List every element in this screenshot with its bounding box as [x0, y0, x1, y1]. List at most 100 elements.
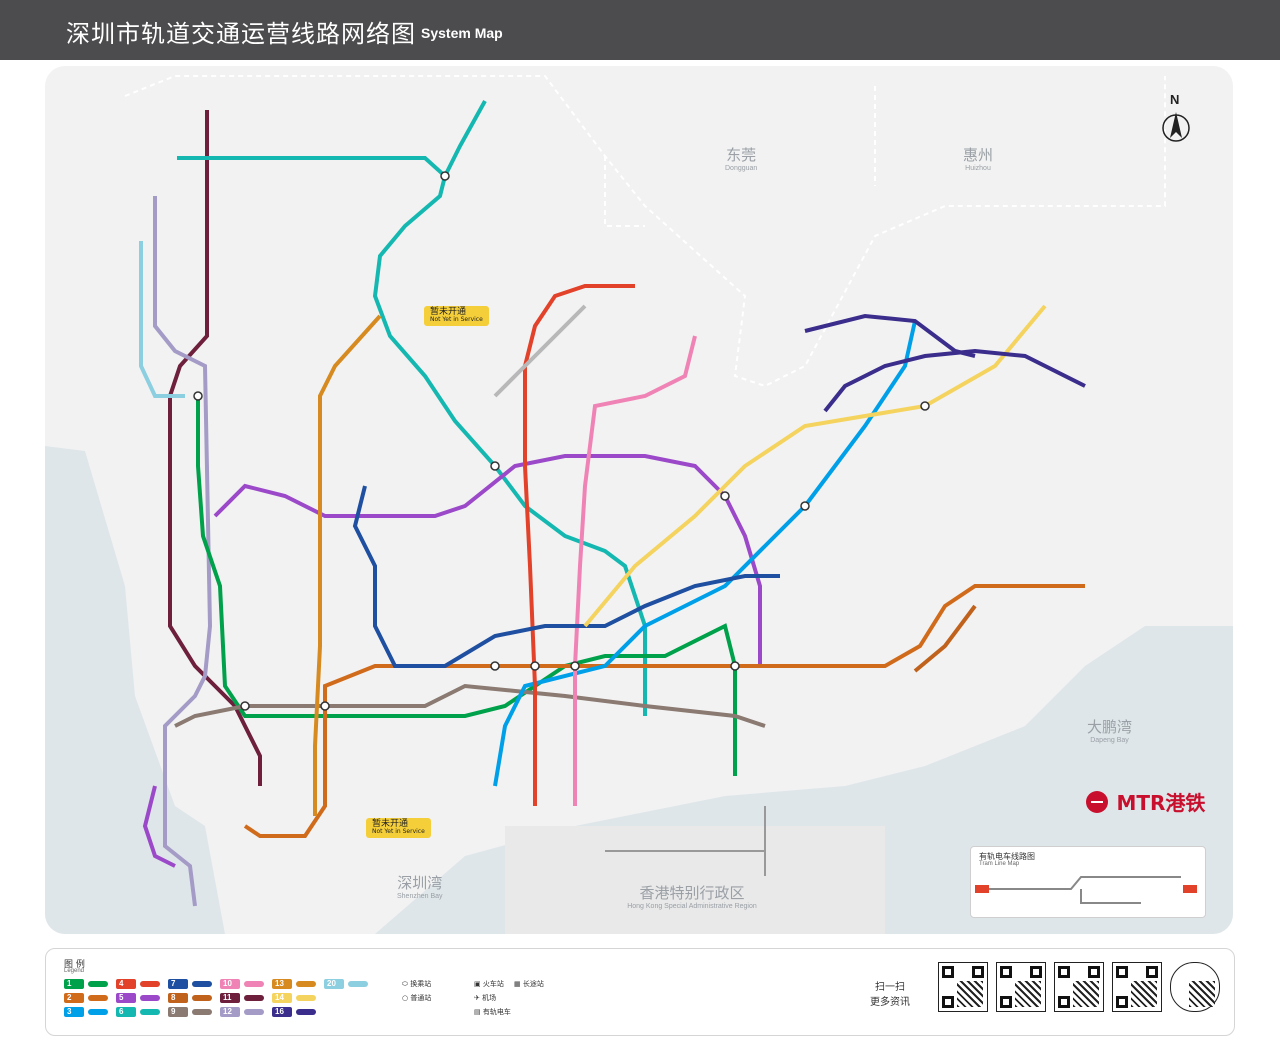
legend-line-9-stroke: [192, 1009, 212, 1015]
line-11: [168, 110, 262, 786]
legend-station: ○ 普通站: [402, 994, 432, 1002]
header-bar: 深圳市轨道交通运营线路网络图 System Map: [0, 0, 1280, 60]
region-label-hksar: 香港特别行政区 Hong Kong Special Administrative…: [607, 884, 777, 911]
region-zh: 东莞: [726, 146, 757, 164]
water-zh: 深圳湾: [397, 874, 443, 892]
legend-line-6-stroke: [140, 1009, 160, 1015]
line-16-loop: [804, 313, 976, 358]
interchange-station: [193, 391, 203, 401]
line-12: [153, 196, 213, 907]
legend-line-2-stroke: [88, 995, 108, 1001]
page-title: 深圳市轨道交通运营线路网络图: [66, 20, 416, 48]
not-open-badge-13-north: 暂未开通 Not Yet in Service: [424, 306, 489, 326]
region-label-huizhou: 惠州 Huizhou: [963, 148, 993, 173]
border-dashed: [124, 75, 1166, 388]
mtr-brand-block: MTR港铁: [1086, 787, 1226, 816]
legend-interchange-label: 换乘站: [410, 980, 432, 988]
legend-line-8: 8: [168, 993, 188, 1003]
legend-line-13: 13: [272, 979, 292, 989]
legend-line-11-stroke: [244, 995, 264, 1001]
legend-airport: ✈ 机场: [474, 994, 497, 1002]
legend-line-3-stroke: [88, 1009, 108, 1015]
scan-prompt: 扫一扫 更多资讯: [870, 978, 910, 1008]
not-open-en: Not Yet in Service: [430, 316, 483, 324]
legend-rail-label: 火车站: [482, 980, 504, 988]
legend-line-2: 2: [64, 993, 84, 1003]
map-canvas[interactable]: [45, 66, 1233, 934]
water-zh: 大鹏湾: [1087, 718, 1133, 736]
line-8: [913, 604, 977, 673]
legend-line-5-stroke: [140, 995, 160, 1001]
qr-code-3[interactable]: [1054, 962, 1104, 1012]
map-frame[interactable]: 东莞 Dongguan 惠州 Huizhou 大鹏湾 Dapeng Bay 深圳…: [45, 66, 1233, 934]
water-en: Dapeng Bay: [1090, 737, 1129, 744]
legend-line-14-stroke: [296, 995, 316, 1001]
qr-code-2[interactable]: [996, 962, 1046, 1012]
legend-bus-label: 长途站: [522, 980, 544, 988]
water-en: Shenzhen Bay: [397, 893, 443, 900]
sea-west: [45, 446, 225, 934]
legend-interchange: ⬭ 换乘站: [402, 980, 432, 988]
water-label-dapeng: 大鹏湾 Dapeng Bay: [1087, 718, 1133, 745]
water-label-shenzhen-bay: 深圳湾 Shenzhen Bay: [397, 874, 443, 901]
legend-line-10-stroke: [244, 981, 264, 987]
compass: N: [1160, 92, 1192, 148]
legend-line-20-stroke: [348, 981, 368, 987]
region-en: Huizhou: [965, 165, 991, 172]
tram-line-diagram: [975, 876, 1197, 904]
legend-line-7-stroke: [192, 981, 212, 987]
legend-line-4-stroke: [140, 981, 160, 987]
tram-subtitle: Tram Line Map: [979, 861, 1020, 867]
region-zh: 香港特别行政区: [639, 884, 745, 902]
page-subtitle: System Map: [421, 25, 503, 41]
region-en: Hong Kong Special Administrative Region: [627, 903, 757, 910]
hk-connector: [605, 806, 766, 876]
legend-line-11: 11: [220, 993, 240, 1003]
legend-line-1-stroke: [88, 981, 108, 987]
line-9: [174, 683, 766, 728]
legend-line-8-stroke: [192, 995, 212, 1001]
legend-title: 图 例: [64, 960, 85, 970]
not-open-en: Not Yet in Service: [372, 828, 425, 836]
line-16: [823, 348, 1086, 413]
legend-tram-label: 有轨电车: [482, 1008, 511, 1016]
interchange-station: [240, 701, 250, 711]
interchange-station: [800, 501, 810, 511]
line-20: [139, 241, 185, 398]
tram-title: 有轨电车线路图: [979, 852, 1035, 861]
legend-line-7: 7: [168, 979, 188, 989]
interchange-station: [440, 171, 450, 181]
legend-airport-label: 机场: [482, 994, 497, 1002]
compass-arrow-icon: [1162, 112, 1190, 142]
qr-code-4[interactable]: [1112, 962, 1162, 1012]
line-5: [213, 454, 762, 666]
legend-line-12: 12: [220, 1007, 240, 1017]
line-1: [196, 396, 737, 776]
legend-line-5: 5: [116, 993, 136, 1003]
legend-rail: ▣ 火车站: [474, 980, 504, 988]
qr-code-1[interactable]: [938, 962, 988, 1012]
legend-line-10: 10: [220, 979, 240, 989]
line-7: [352, 485, 780, 668]
not-open-zh: 暂未开通: [372, 819, 409, 829]
not-open-badge-13-south: 暂未开通 Not Yet in Service: [366, 818, 431, 838]
tram-inset-map[interactable]: 有轨电车线路图 Tram Line Map: [970, 846, 1206, 918]
legend-bus: ▦ 长途站: [514, 980, 544, 988]
legend-line-12-stroke: [244, 1009, 264, 1015]
line-5-west: [142, 785, 176, 868]
legend-tram: ▤ 有轨电车: [474, 1008, 511, 1016]
legend-line-6: 6: [116, 1007, 136, 1017]
line-grey: [493, 304, 587, 398]
region-label-dongguan: 东莞 Dongguan: [725, 146, 757, 173]
line-6-branch: [443, 100, 487, 177]
scan-line2: 更多资讯: [870, 997, 910, 1008]
interchange-station: [570, 661, 580, 671]
mtr-logo-icon: [1086, 790, 1108, 813]
qr-code-5[interactable]: [1170, 962, 1220, 1012]
not-open-zh: 暂未开通: [430, 307, 467, 317]
line-3: [493, 320, 917, 787]
interchange-station: [490, 461, 500, 471]
mtr-brand-text: MTR港铁: [1116, 791, 1206, 815]
line-14: [583, 304, 1047, 628]
interchange-station: [920, 401, 930, 411]
